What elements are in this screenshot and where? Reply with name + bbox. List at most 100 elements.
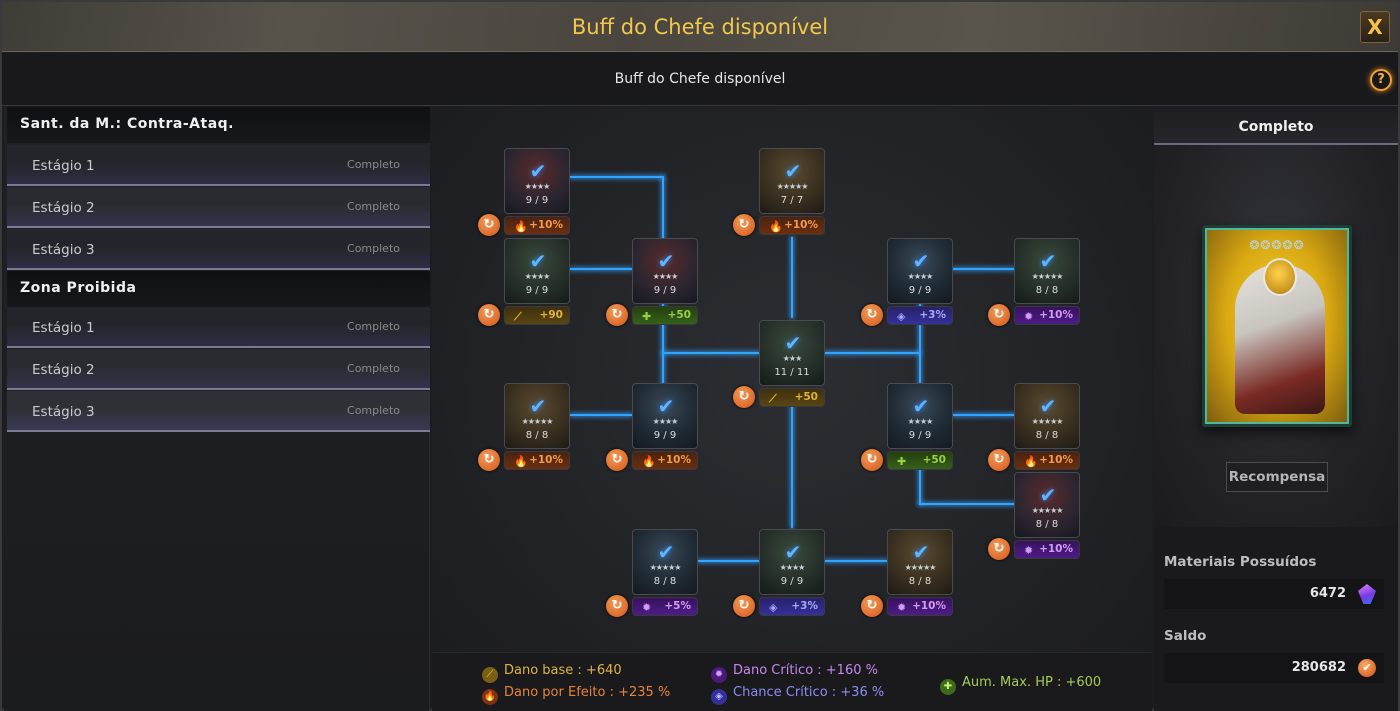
- check-icon: ✔: [784, 159, 802, 183]
- effect-damage-text: Dano por Efeito : +235 %: [504, 685, 671, 700]
- hero-card[interactable]: ✔ ★★★★ 9 / 9: [632, 383, 698, 449]
- stage-list: Sant. da M.: Contra-Ataq. Estágio 1 Comp…: [4, 107, 430, 711]
- stage-status: Completo: [347, 200, 400, 213]
- star-rating: ★★★★: [652, 417, 679, 426]
- bonus-badge: 🔥 +10%: [1014, 451, 1080, 470]
- connector-line: [791, 237, 793, 318]
- hero-card[interactable]: ✔ ★★★★★ 8 / 8: [504, 383, 570, 449]
- stage-status: Completo: [347, 362, 400, 375]
- hero-card[interactable]: ✔ ★★★★ 9 / 9: [504, 238, 570, 304]
- node-progress: 9 / 9: [653, 430, 677, 441]
- sub-header: Buff do Chefe disponível ?: [2, 53, 1398, 106]
- balance-label: Saldo: [1164, 628, 1207, 644]
- node-progress: 9 / 9: [908, 285, 932, 296]
- stage-row[interactable]: Estágio 1 Completo: [7, 307, 430, 348]
- check-icon: ✔: [1039, 394, 1057, 418]
- check-icon: ✔: [657, 249, 675, 273]
- connector-line: [953, 268, 1015, 270]
- connector-line: [662, 304, 664, 414]
- stage-row[interactable]: Estágio 2 Completo: [7, 349, 430, 390]
- stage-status: Completo: [347, 242, 400, 255]
- hero-card[interactable]: ✔ ★★★★★ 8 / 8: [1014, 238, 1080, 304]
- hero-reward-card[interactable]: ❂❂❂❂❂: [1202, 225, 1352, 427]
- stage-row[interactable]: Estágio 3 Completo: [7, 229, 430, 270]
- hero-card[interactable]: ✔ ★★★★ 9 / 9: [632, 238, 698, 304]
- hero-card[interactable]: ✔ ★★★★★ 8 / 8: [887, 529, 953, 595]
- window-title: Buff do Chefe disponível: [571, 15, 829, 39]
- star-rating: ★★★★: [652, 272, 679, 281]
- crit-damage-icon: ✹: [711, 667, 727, 683]
- close-button[interactable]: X: [1360, 11, 1390, 43]
- star-rating: ★★★★★: [1031, 417, 1064, 426]
- node-progress: 8 / 8: [1035, 519, 1059, 530]
- reward-button[interactable]: Recompensa: [1226, 462, 1328, 492]
- bonus-badge: ⟋ +90: [504, 306, 570, 325]
- hero-card[interactable]: ✔ ★★★★ 9 / 9: [504, 148, 570, 214]
- reset-icon[interactable]: ↻: [861, 449, 883, 471]
- hero-card[interactable]: ✔ ★★★★★ 8 / 8: [632, 529, 698, 595]
- stage-label: Estágio 1: [32, 158, 95, 174]
- crit-damage-text: Dano Crítico : +160 %: [733, 663, 878, 678]
- crit-chance-icon: ◈: [711, 689, 727, 705]
- connector-line: [698, 560, 759, 562]
- bonus-value: +50: [794, 391, 818, 403]
- check-icon: ✔: [529, 159, 547, 183]
- bonus-badge: ✹ +5%: [632, 597, 698, 616]
- reset-icon[interactable]: ↻: [478, 449, 500, 471]
- base-damage-text: Dano base : +640: [504, 663, 622, 678]
- reset-icon[interactable]: ↻: [988, 449, 1010, 471]
- connector-line: [791, 398, 793, 528]
- reset-icon[interactable]: ↻: [478, 304, 500, 326]
- hero-card[interactable]: ✔ ★★★ 11 / 11: [759, 320, 825, 386]
- connector-line: [570, 176, 663, 178]
- node-progress: 9 / 9: [780, 576, 804, 587]
- stage-row-selected[interactable]: Estágio 3 Completo: [7, 391, 430, 432]
- sword-icon: ⟋: [482, 667, 498, 683]
- connector-line: [953, 414, 1015, 416]
- reset-icon[interactable]: ↻: [478, 214, 500, 236]
- sword-icon: ⟋: [514, 310, 522, 323]
- reset-icon[interactable]: ↻: [606, 304, 628, 326]
- bonus-value: +3%: [919, 309, 946, 321]
- reset-icon[interactable]: ↻: [606, 449, 628, 471]
- reward-status: Completo: [1154, 107, 1398, 145]
- reset-icon[interactable]: ↻: [861, 595, 883, 617]
- check-icon: ✔: [1039, 483, 1057, 507]
- fire-icon: 🔥: [514, 220, 528, 233]
- connector-line: [919, 459, 921, 504]
- star-rating: ★★★★: [524, 182, 551, 191]
- bonus-value: +10%: [1039, 454, 1073, 466]
- hero-card[interactable]: ✔ ★★★★★ 8 / 8: [1014, 383, 1080, 449]
- balance-value: 280682: [1291, 660, 1346, 675]
- star-rating: ★★★★: [907, 417, 934, 426]
- stage-row[interactable]: Estágio 2 Completo: [7, 187, 430, 228]
- node-progress: 8 / 8: [1035, 285, 1059, 296]
- reset-icon[interactable]: ↻: [988, 538, 1010, 560]
- reset-icon[interactable]: ↻: [988, 304, 1010, 326]
- hero-card[interactable]: ✔ ★★★★ 9 / 9: [887, 238, 953, 304]
- reset-icon[interactable]: ↻: [733, 595, 755, 617]
- bonus-value: +10%: [784, 219, 818, 231]
- hero-card[interactable]: ✔ ★★★★ 9 / 9: [759, 529, 825, 595]
- node-progress: 9 / 9: [908, 430, 932, 441]
- star-rating: ★★★★★: [776, 182, 809, 191]
- bonus-value: +10%: [529, 454, 563, 466]
- group-header-sanctuary: Sant. da M.: Contra-Ataq.: [7, 107, 430, 143]
- hero-card[interactable]: ✔ ★★★★★ 8 / 8: [1014, 472, 1080, 538]
- bonus-badge: 🔥 +10%: [632, 451, 698, 470]
- star-rating: ★★★★★: [1031, 506, 1064, 515]
- fire-icon: 🔥: [769, 220, 783, 233]
- stage-row[interactable]: Estágio 1 Completo: [7, 145, 430, 186]
- star-rating: ★★★★: [907, 272, 934, 281]
- hp-plus-icon: ✚: [940, 679, 956, 695]
- reset-icon[interactable]: ↻: [733, 214, 755, 236]
- reset-icon[interactable]: ↻: [606, 595, 628, 617]
- hero-card[interactable]: ✔ ★★★★ 9 / 9: [887, 383, 953, 449]
- hero-card[interactable]: ✔ ★★★★★ 7 / 7: [759, 148, 825, 214]
- reset-icon[interactable]: ↻: [861, 304, 883, 326]
- crit-damage-icon: ✹: [642, 601, 652, 614]
- subtitle: Buff do Chefe disponível: [614, 71, 786, 87]
- help-icon[interactable]: ?: [1370, 69, 1392, 91]
- reset-icon[interactable]: ↻: [733, 386, 755, 408]
